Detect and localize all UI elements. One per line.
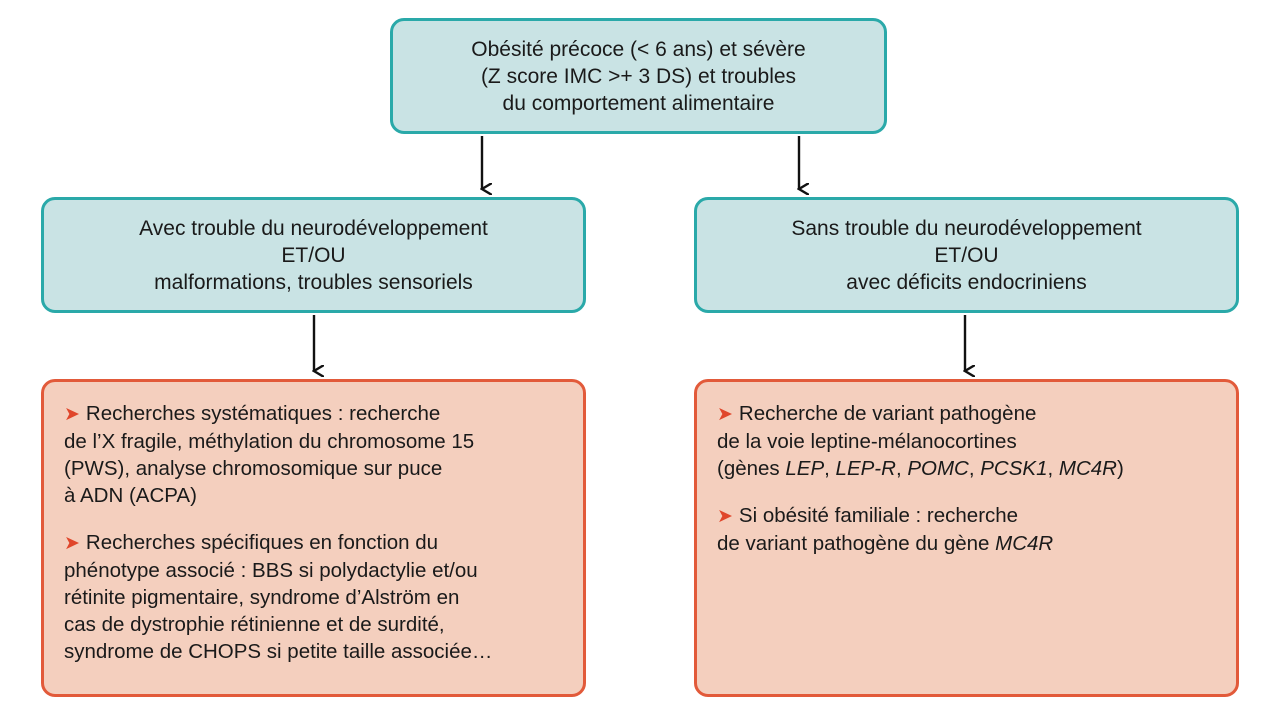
top-node-line-3: du comportement alimentaire xyxy=(502,91,775,115)
right-category-node: Sans trouble du neurodéveloppement ET/OU… xyxy=(694,197,1239,313)
right-category-line-2: ET/OU xyxy=(934,243,999,267)
right-detail-p2-line-1: Si obésité familiale : recherche xyxy=(738,504,1019,527)
gene-name: LEP xyxy=(785,457,825,480)
left-detail-p2-line-2: phénotype associé : BBS si polydactylie … xyxy=(64,559,478,582)
right-category-line-1: Sans trouble du neurodéveloppement xyxy=(791,216,1142,240)
left-detail-p2-line-3: rétinite pigmentaire, syndrome d’Alström… xyxy=(64,586,460,609)
right-detail-node: ➤Recherche de variant pathogène de la vo… xyxy=(694,379,1239,697)
left-detail-p1-line-3: (PWS), analyse chromosomique sur puce xyxy=(64,457,443,480)
right-detail-p1-line-2: de la voie leptine-mélanocortines xyxy=(717,430,1017,453)
bullet-arrow-icon: ➤ xyxy=(717,404,733,425)
right-detail-p1-line-1: Recherche de variant pathogène xyxy=(738,402,1037,425)
left-detail-paragraph-1: ➤Recherches systématiques : recherche de… xyxy=(64,400,563,509)
left-category-line-1: Avec trouble du neurodéveloppement xyxy=(139,216,488,240)
right-detail-paragraph-1: ➤Recherche de variant pathogène de la vo… xyxy=(717,400,1216,482)
left-category-line-2: ET/OU xyxy=(281,243,346,267)
left-detail-p2-line-5: syndrome de CHOPS si petite taille assoc… xyxy=(64,640,493,663)
right-detail-p1-line-3: (gènes LEP, LEP-R, POMC, PCSK1, MC4R) xyxy=(717,457,1124,480)
left-detail-p1-line-4: à ADN (ACPA) xyxy=(64,484,197,507)
right-detail-paragraph-2: ➤Si obésité familiale : recherche de var… xyxy=(717,502,1216,557)
top-node-line-2: (Z score IMC >+ 3 DS) et troubles xyxy=(480,64,797,88)
top-node: Obésité précoce (< 6 ans) et sévère (Z s… xyxy=(390,18,887,134)
gene-name: MC4R xyxy=(995,532,1054,555)
left-detail-p1-line-2: de l’X fragile, méthylation du chromosom… xyxy=(64,430,475,453)
bullet-arrow-icon: ➤ xyxy=(64,404,80,425)
gene-name: LEP-R xyxy=(835,457,896,480)
top-node-line-1: Obésité précoce (< 6 ans) et sévère xyxy=(471,37,806,61)
left-detail-p1-line-1: Recherches systématiques : recherche xyxy=(85,402,441,425)
right-detail-p2-line-2: de variant pathogène du gène MC4R xyxy=(717,532,1054,555)
left-detail-paragraph-2: ➤Recherches spécifiques en fonction du p… xyxy=(64,529,563,665)
left-detail-p2-line-1: Recherches spécifiques en fonction du xyxy=(85,531,439,554)
left-detail-p2-line-4: cas de dystrophie rétinienne et de surdi… xyxy=(64,613,445,636)
gene-name: MC4R xyxy=(1058,457,1117,480)
left-category-line-3: malformations, troubles sensoriels xyxy=(154,270,473,294)
gene-name: POMC xyxy=(907,457,969,480)
gene-name: PCSK1 xyxy=(980,457,1048,480)
bullet-arrow-icon: ➤ xyxy=(717,506,733,527)
bullet-arrow-icon: ➤ xyxy=(64,533,80,554)
left-category-node: Avec trouble du neurodéveloppement ET/OU… xyxy=(41,197,586,313)
left-detail-node: ➤Recherches systématiques : recherche de… xyxy=(41,379,586,697)
right-category-line-3: avec déficits endocriniens xyxy=(846,270,1087,294)
